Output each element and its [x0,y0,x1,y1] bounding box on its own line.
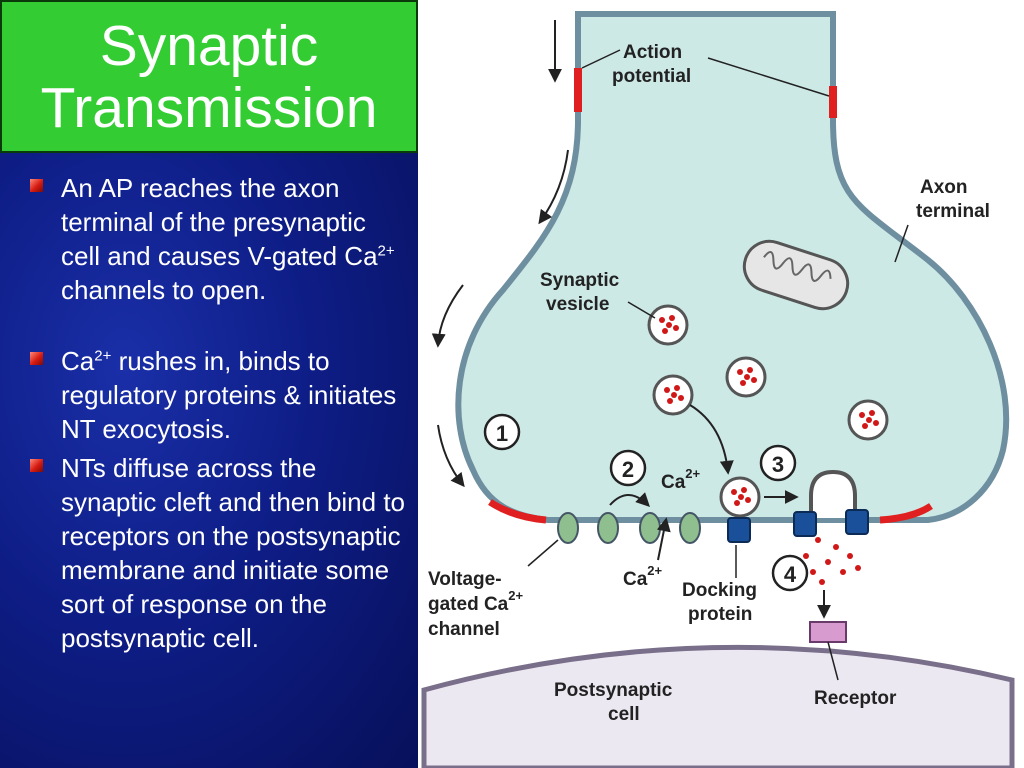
voltage-gated-channel [597,512,619,544]
bullet-square-icon [30,179,43,192]
leader-line [894,224,909,263]
bullet-panel: An AP reaches the axon terminal of the p… [0,153,418,768]
label-postsynaptic-cell: cell [608,704,640,725]
bullet-item-3: NTs diffuse across the synaptic cleft an… [30,451,410,655]
svg-text:3: 3 [772,452,784,477]
synaptic-vesicle [847,399,889,441]
label-docking-protein: protein [688,604,752,625]
calcium-flow-arrow [609,492,650,507]
svg-text:4: 4 [784,562,797,587]
action-potential-mark [574,68,582,112]
action-potential-mark [879,503,933,524]
postsynaptic-cell [421,644,1015,768]
bullet-square-icon [30,352,43,365]
leader-line [581,49,621,69]
mitochondrion [742,239,850,311]
docking-protein [845,509,869,535]
label-axon-terminal: Axon [920,177,968,198]
synaptic-vesicle [725,356,767,398]
step-4-marker: 4 [771,554,809,592]
leader-line [707,57,830,97]
label-receptor: Receptor [814,688,897,709]
propagation-arrow [437,424,465,488]
bullet-square-icon [30,459,43,472]
label-synaptic-vesicle: Synaptic [540,270,620,291]
synaptic-vesicle [652,374,694,416]
label-ca-outside: Ca2+ [623,563,663,590]
action-potential-mark [829,86,837,118]
voltage-gated-channel [557,512,579,544]
step-1-marker: 1 [483,413,521,451]
title-box: Synaptic Transmission [0,0,418,153]
label-postsynaptic-cell: Postsynaptic [554,680,673,701]
propagation-arrow [538,149,569,225]
bullet-2-text: rushes in, binds to regulatory proteins … [61,346,397,444]
leader-line [627,301,656,319]
docking-protein [793,511,817,537]
label-docking-protein: Docking [682,580,757,601]
vesicle-path-arrow [689,404,734,475]
label-voltage-gated-channel: channel [428,619,500,640]
synaptic-vesicle [647,304,689,346]
leader-line [527,539,559,567]
title-line-2: Transmission [40,75,378,140]
label-voltage-gated-channel: gated Ca2+ [428,588,523,615]
action-potential-mark [488,499,547,524]
label-action-potential: Action [623,42,682,63]
docking-protein [727,517,751,543]
receptor [809,621,847,643]
calcium-entry-arrow [656,517,671,561]
label-action-potential: potential [612,66,691,87]
bullet-3-text: NTs diffuse across the synaptic cleft an… [61,453,406,653]
title-line-1: Synaptic [99,13,319,78]
axon-terminal [455,11,1010,523]
bullet-2-sup: 2+ [94,347,112,365]
propagation-arrow [431,284,464,348]
bullet-1-sup: 2+ [377,242,395,260]
step-3-marker: 3 [759,444,797,482]
bullet-item-1: An AP reaches the axon terminal of the p… [30,171,410,307]
svg-text:2: 2 [622,457,634,482]
label-synaptic-vesicle: vesicle [546,294,609,315]
voltage-gated-channel [639,512,661,544]
label-ca-inside: Ca2+ [661,466,701,493]
voltage-gated-channel [679,512,701,544]
bullet-1-tail: channels to open. [61,275,267,305]
bullet-2-pre: Ca [61,346,95,376]
step-2-marker: 2 [609,449,647,487]
bullet-item-2: Ca2+ rushes in, binds to regulatory prot… [30,344,410,446]
fusion-pore [809,469,857,518]
leader-line [827,641,839,681]
label-axon-terminal: terminal [916,201,990,222]
bullet-1-text: An AP reaches the axon terminal of the p… [61,173,378,271]
synapse-diagram: 1 2 3 4 Action potential Axon terminal S… [421,11,1015,768]
neurotransmitters [803,537,861,585]
docking-vesicle [719,476,761,518]
label-voltage-gated-channel: Voltage- [428,569,502,590]
svg-text:1: 1 [496,421,508,446]
